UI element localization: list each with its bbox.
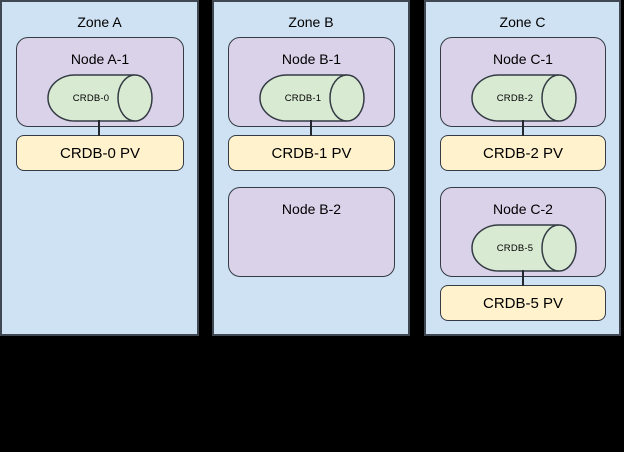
node-c1: Node C-1 CRDB-2 <box>440 37 606 127</box>
crdb-0-cylinder: CRDB-0 <box>47 74 153 122</box>
zone-a-title: Zone A <box>77 14 122 30</box>
node-b2: Node B-2 <box>228 187 395 277</box>
crdb-0-label: CRDB-0 <box>72 92 110 104</box>
node-unit-c1: Node C-1 CRDB-2 CRDB-2 PV <box>440 37 606 171</box>
crdb-0-pv-label: CRDB-0 PV <box>59 144 141 162</box>
crdb-5-pv-label: CRDB-5 PV <box>482 294 564 312</box>
database-cylinder-icon <box>471 224 577 272</box>
node-b1: Node B-1 CRDB-1 <box>228 37 395 127</box>
zone-b-title: Zone B <box>288 14 334 30</box>
connector-line <box>522 120 524 136</box>
zone-a: Zone A Node A-1 CRDB-0 CRDB-0 PV <box>0 0 199 336</box>
crdb-1-pv-label: CRDB-1 PV <box>271 144 352 162</box>
crdb-2-cylinder: CRDB-2 <box>471 74 577 122</box>
database-cylinder-icon <box>47 74 153 122</box>
connector-line <box>98 120 100 136</box>
crdb-0-pv-box: CRDB-0 PV <box>16 135 184 171</box>
connector-line <box>310 120 312 136</box>
node-b1-title: Node B-1 <box>281 51 342 67</box>
crdb-5-pv-box: CRDB-5 PV <box>440 285 606 321</box>
node-c2-title: Node C-2 <box>493 201 553 217</box>
connector-line <box>522 270 524 286</box>
node-unit-b1: Node B-1 CRDB-1 CRDB-1 PV <box>228 37 395 171</box>
zone-c: Zone C Node C-1 CRDB-2 CRDB-2 PV Node C-… <box>424 0 621 336</box>
crdb-1-pv-box: CRDB-1 PV <box>228 135 395 171</box>
crdb-1-cylinder: CRDB-1 <box>259 74 365 122</box>
database-cylinder-icon <box>259 74 365 122</box>
crdb-5-cylinder: CRDB-5 <box>471 224 577 272</box>
node-c1-title: Node C-1 <box>493 51 553 67</box>
node-unit-c2: Node C-2 CRDB-5 CRDB-5 PV <box>440 187 606 321</box>
crdb-2-pv-box: CRDB-2 PV <box>440 135 606 171</box>
node-b2-title: Node B-2 <box>281 201 342 217</box>
crdb-2-label: CRDB-2 <box>496 92 534 104</box>
crdb-2-pv-label: CRDB-2 PV <box>482 144 564 162</box>
node-a1-title: Node A-1 <box>70 51 130 67</box>
zone-c-title: Zone C <box>499 14 546 30</box>
node-unit-b2: Node B-2 <box>228 187 395 277</box>
crdb-5-label: CRDB-5 <box>496 242 534 254</box>
zone-b: Zone B Node B-1 CRDB-1 CRDB-1 PV Node B-… <box>212 0 410 336</box>
crdb-1-label: CRDB-1 <box>284 92 322 104</box>
database-cylinder-icon <box>471 74 577 122</box>
node-a1: Node A-1 CRDB-0 <box>16 37 184 127</box>
node-unit-a1: Node A-1 CRDB-0 CRDB-0 PV <box>16 37 184 171</box>
node-c2: Node C-2 CRDB-5 <box>440 187 606 277</box>
